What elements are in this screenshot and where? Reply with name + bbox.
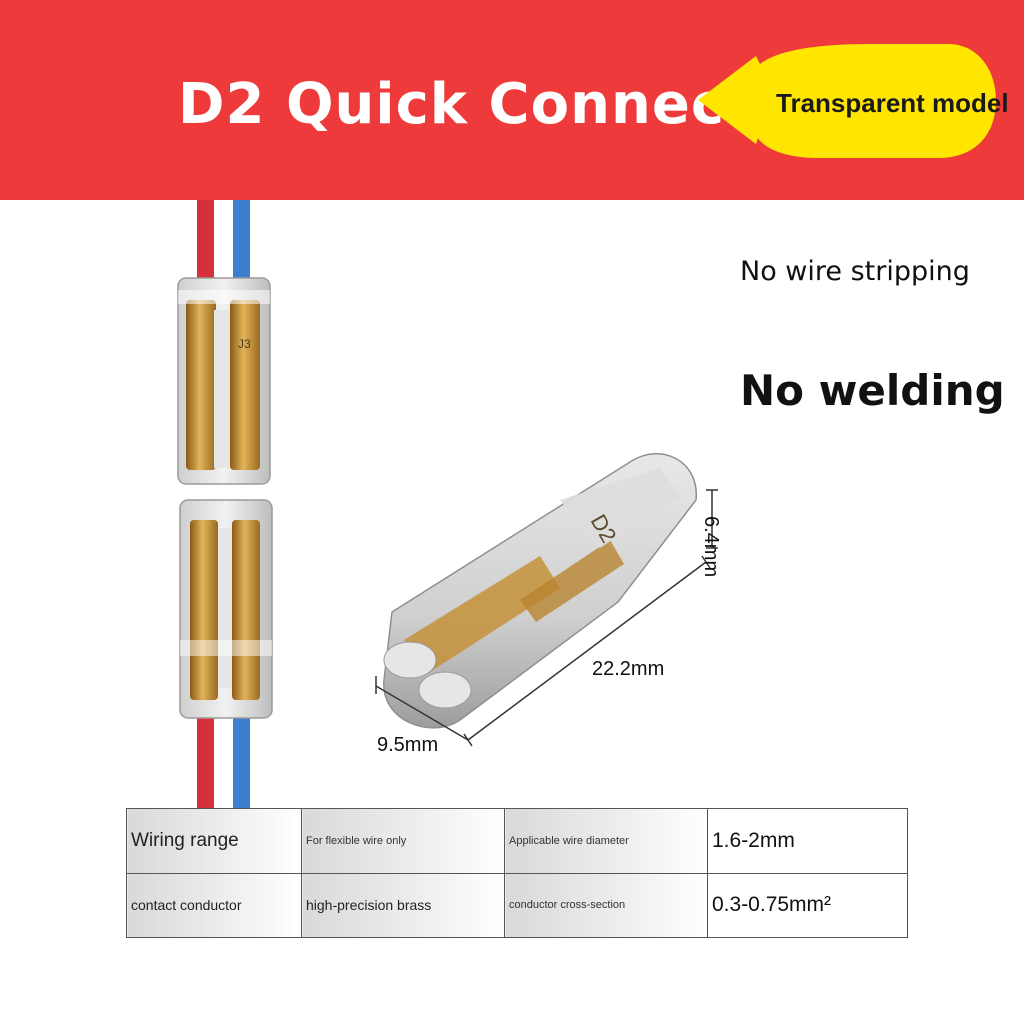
feature-no-welding: No welding [740,366,1005,415]
spec-value: 0.3-0.75mm² [707,872,908,938]
spec-label: contact conductor [126,872,302,938]
spec-value: 1.6-2mm [707,808,908,874]
connector-bottom [179,499,273,719]
spec-value: For flexible wire only [301,808,505,874]
table-row: contact conductor high-precision brass c… [126,872,908,938]
model-badge: Transparent model [698,42,1009,160]
connector-dimension-view: D2 [383,453,697,729]
badge-arrow-shape [698,44,996,158]
product-illustration: J3 D2 [177,200,718,810]
wire-blue [233,200,250,810]
table-row: Wiring range For flexible wire only Appl… [126,808,908,874]
wire-red [197,200,214,810]
width-dimension: 9.5mm [377,734,439,756]
dimension-lines [375,489,718,747]
spec-label: Applicable wire diameter [504,808,708,874]
length-dimension: 22.2mm [592,658,665,680]
connector-top: J3 [177,277,271,485]
connector-slot-label: J3 [238,337,251,351]
badge-label: Transparent model [776,88,1009,118]
height-dimension: 6.4mm [700,516,722,578]
spec-value: high-precision brass [301,872,505,938]
spec-label: Wiring range [126,808,302,874]
feature-no-stripping: No wire stripping [740,256,970,287]
spec-label: conductor cross-section [504,872,708,938]
spec-table: Wiring range For flexible wire only Appl… [126,808,908,938]
